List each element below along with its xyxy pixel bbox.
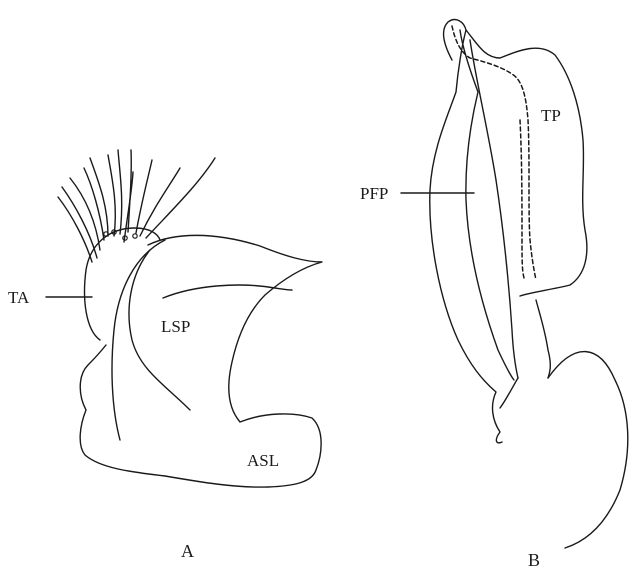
label-pfp: PFP: [360, 184, 388, 203]
setae: [58, 150, 215, 262]
tp-dashed-line-2: [520, 120, 524, 278]
outer-left-contour: [430, 20, 502, 443]
label-asl: ASL: [247, 451, 279, 470]
inner-stem-2: [460, 30, 514, 380]
label-lsp: LSP: [161, 317, 190, 336]
base-curve: [548, 352, 628, 548]
panel-label-a: A: [181, 541, 194, 561]
tp-dashed-line-1: [452, 26, 536, 280]
base-left: [500, 378, 518, 408]
tp-outline: [466, 30, 587, 296]
panel-label-b: B: [528, 550, 540, 570]
label-tp: TP: [541, 106, 561, 125]
lsp-inner-fold: [163, 285, 292, 298]
lower-stalk: [536, 300, 550, 378]
lsp-outline: [80, 235, 322, 487]
label-ta: TA: [8, 288, 30, 307]
panel-b-drawing: [430, 20, 628, 548]
